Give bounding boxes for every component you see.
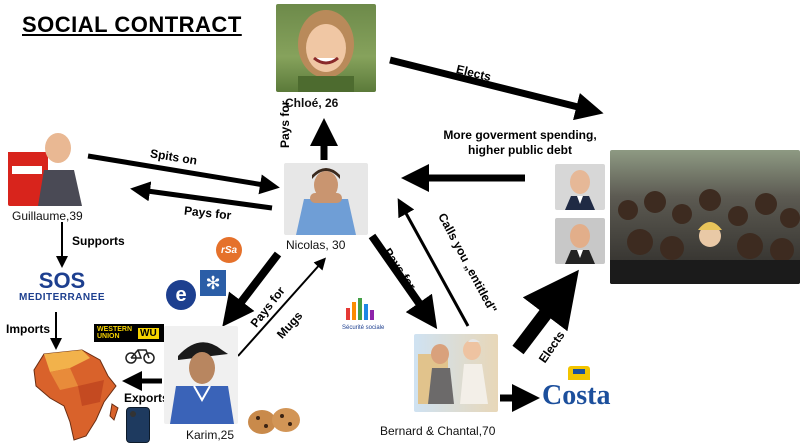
page-title: SOCIAL CONTRACT (22, 12, 242, 37)
spending-label: More goverment spending, higher public d… (442, 128, 598, 158)
spits-arrow (87, 153, 280, 195)
snowflake-icon: ✻ (200, 270, 226, 296)
karim-photo (164, 326, 238, 424)
crowd-photo (610, 150, 800, 284)
western-union-logo: WESTERN UNION WU (94, 324, 164, 342)
karim-label: Karim,25 (186, 428, 235, 442)
bicycle-icon (124, 346, 156, 369)
rsa-logo: rSa (216, 237, 242, 263)
guillaume-avatar (8, 133, 82, 206)
bernard-chantal-label: Bernard & Chantal,70 (380, 424, 496, 438)
western-union-bottom: UNION (97, 333, 120, 340)
africa-map-shape (33, 349, 119, 441)
bernard-chantal-photo (414, 334, 498, 412)
rsa-logo-text: rSa (220, 244, 238, 256)
chloe-label: Chloé, 26 (285, 96, 339, 110)
costa-logo: Costa (540, 366, 626, 416)
karim-avatar (170, 342, 234, 424)
guillaume-label: Guillaume,39 (12, 209, 83, 223)
exports-label: Exports (124, 391, 169, 405)
chloe-avatar (298, 10, 354, 92)
sos-mediterranee-logo: SOS MEDITERRANEE (12, 270, 112, 306)
pole-emploi-logo: e (166, 280, 196, 310)
pays-bernard-arrow (368, 233, 438, 330)
chloe-photo (276, 4, 376, 92)
western-union-top: WESTERN (97, 326, 132, 333)
imports-label: Imports (6, 322, 51, 336)
phone-icon (126, 407, 150, 443)
entitled-arrow (397, 198, 470, 327)
elects-arrow-bottom (512, 269, 579, 355)
costa-text: Costa (542, 380, 611, 411)
costa-funnel-icon (568, 366, 590, 380)
spending-label-text: More goverment spending, higher public d… (443, 128, 597, 157)
crowd-illustration (610, 189, 800, 284)
sos-logo-top: SOS (38, 268, 86, 293)
securite-sociale-text: Sécurité sociale (342, 325, 385, 331)
pays-guillaume-arrow (130, 181, 273, 211)
pays-for-chloe-label: Pays for (278, 100, 292, 148)
pays-karim-arrow (222, 251, 282, 327)
pole-emploi-letter: e (175, 284, 187, 306)
securite-bars-icon (346, 298, 374, 320)
sos-logo-bottom: MEDITERRANEE (18, 292, 105, 303)
nicolas-avatar (296, 168, 356, 235)
guillaume-photo (8, 126, 86, 206)
wu-mark: WU (138, 327, 159, 339)
politician-2-avatar (565, 224, 595, 264)
cookies-icon (246, 404, 302, 443)
politician-1-avatar (565, 170, 595, 210)
supports-label: Supports (72, 234, 125, 248)
nicolas-photo (284, 163, 368, 235)
africa-map (30, 346, 120, 442)
bernard-chantal-avatar (418, 339, 488, 404)
politician-photo-2 (555, 218, 605, 264)
politician-photo-1 (555, 164, 605, 210)
securite-sociale-logo: Sécurité sociale (342, 298, 385, 334)
elects-arrow-top (389, 56, 604, 121)
mugs-arrow (237, 257, 326, 357)
nicolas-label: Nicolas, 30 (286, 238, 346, 252)
